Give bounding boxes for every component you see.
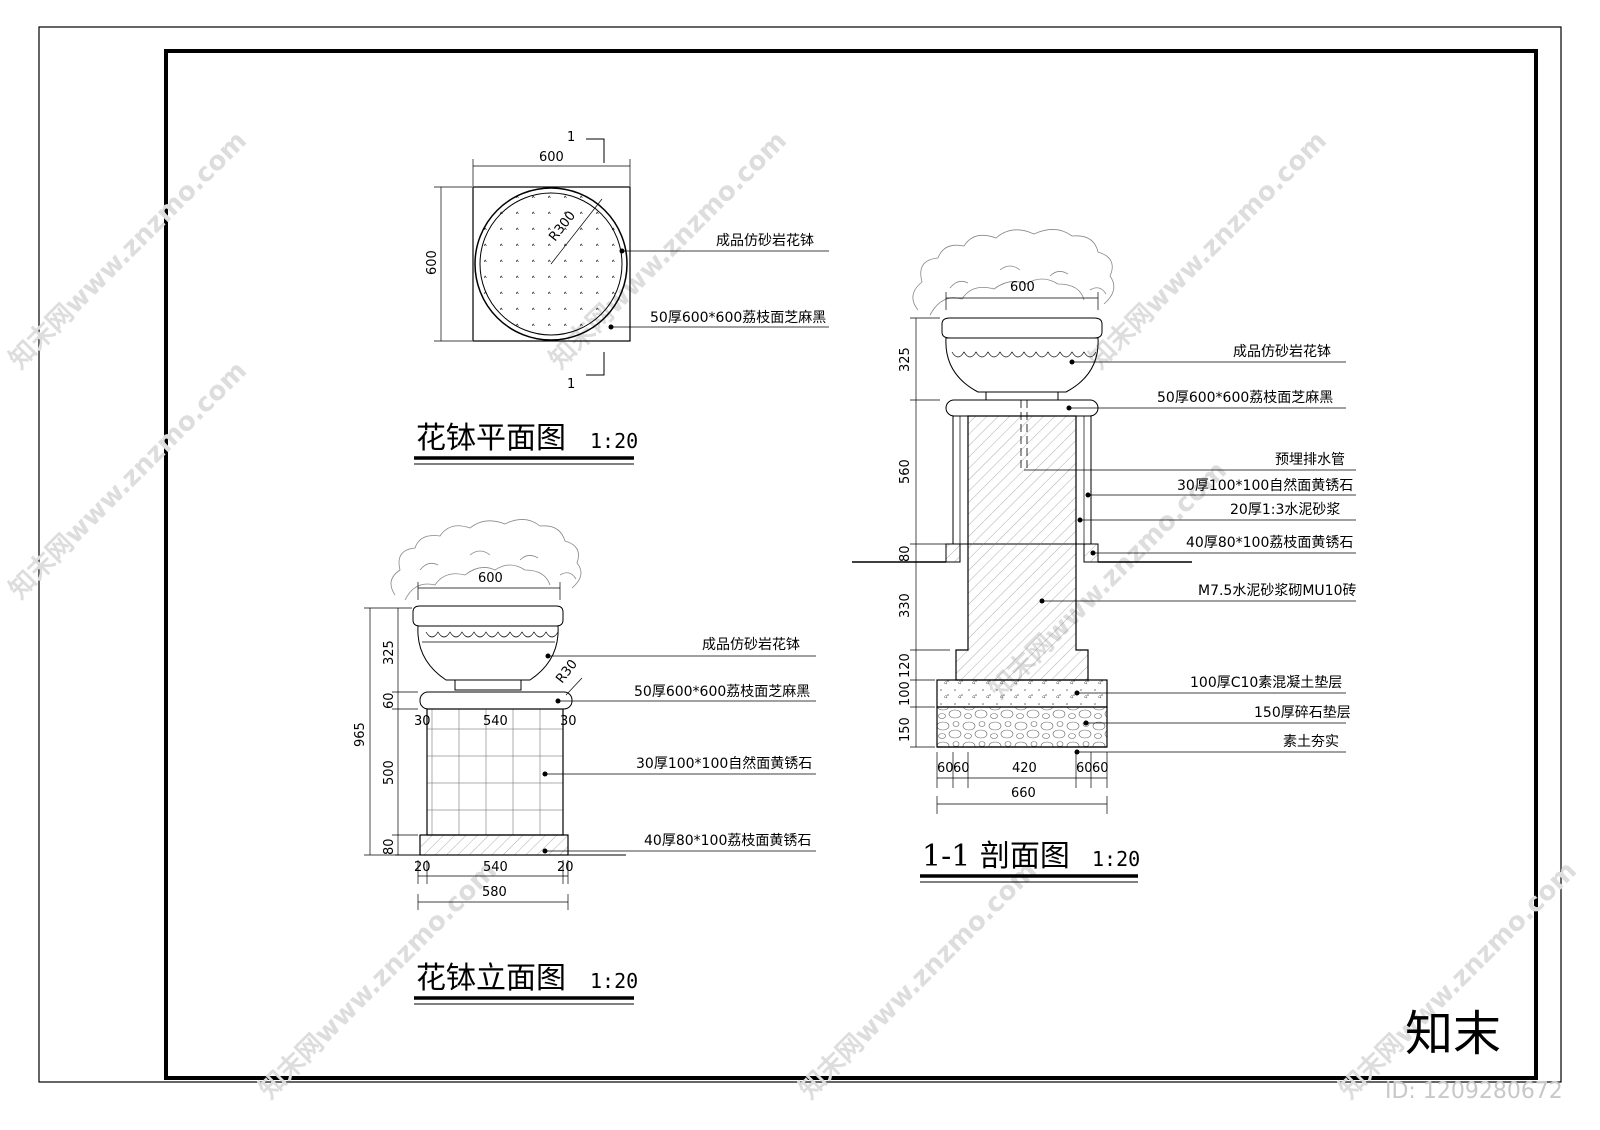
plan-pot-inner [479, 192, 623, 336]
plan-section-mark-bottom: 1 [567, 377, 575, 392]
elevation-dim-v-2: 500 [382, 760, 397, 785]
elevation-foliage [390, 519, 582, 601]
elevation-radius: R30 [553, 657, 581, 686]
svg-text:知末网www.znzmo.com: 知末网www.znzmo.com [1084, 126, 1333, 375]
elevation-callout-1: 50厚600*600荔枝面芝麻黑 [634, 684, 810, 700]
section-scale: 1:20 [1092, 847, 1140, 871]
section-callout-5: 40厚80*100荔枝面黄锈石 [1186, 534, 1353, 551]
section-dim-b-1: 60 [953, 761, 970, 776]
watermark-logo: 知末 [1405, 1006, 1501, 1062]
section-callout-3: 30厚100*100自然面黄锈石 [1177, 477, 1353, 494]
elevation-view: 600 965 325 60 500 80 30 540 30 20 540 2… [353, 519, 816, 1005]
section-dim-v-5: 100 [898, 681, 913, 706]
elevation-callout-2: 30厚100*100自然面黄锈石 [636, 755, 812, 772]
elevation-title: 花钵立面图 [416, 961, 566, 996]
elevation-dim-cap-2: 30 [560, 714, 577, 729]
svg-text:知末网www.znzmo.com: 知末网www.znzmo.com [1334, 856, 1583, 1105]
plan-view: R300 600 600 1 1 成品仿砂岩花钵 50厚600*600荔枝面芝麻… [414, 130, 829, 465]
elevation-dim-top: 600 [478, 571, 503, 586]
section-title: 1-1 剖面图 [922, 839, 1070, 874]
inner-frame [164, 49, 1538, 1080]
section-dim-v-3: 330 [898, 593, 913, 618]
section-dim-b-4: 60 [1092, 761, 1109, 776]
plan-section-mark-top: 1 [567, 130, 575, 145]
svg-text:知末网www.znzmo.com: 知末网www.znzmo.com [794, 856, 1043, 1105]
section-dim-v-0: 325 [898, 347, 913, 372]
watermark-id: ID: 1209280672 [1385, 1079, 1563, 1104]
section-dim-v-1: 560 [898, 459, 913, 484]
elevation-dim-cap-0: 30 [414, 714, 431, 729]
section-dim-v-6: 150 [898, 717, 913, 742]
section-callout-4: 20厚1:3水泥砂浆 [1230, 502, 1340, 518]
section-dim-v-4: 120 [898, 653, 913, 678]
section-foliage [912, 229, 1115, 316]
section-dim-v-2: 80 [898, 545, 913, 562]
elevation-dim-v-3: 80 [382, 838, 397, 855]
section-callout-6: M7.5水泥砂浆砌MU10砖 [1198, 583, 1356, 599]
elevation-dim-total: 965 [353, 722, 368, 747]
watermarks: 知末网www.znzmo.com 知末网www.znzmo.com 知末网www… [4, 126, 1583, 1105]
section-dim-b-2: 420 [1012, 761, 1037, 776]
plan-slab [472, 186, 631, 342]
elevation-dim-base-total: 580 [482, 885, 507, 900]
elevation-callout-0: 成品仿砂岩花钵 [702, 637, 800, 653]
section-callout-8: 150厚碎石垫层 [1254, 705, 1351, 721]
section-view: 600 325 560 80 330 120 100 150 60 60 420… [852, 229, 1356, 883]
plan-scale: 1:20 [590, 429, 638, 453]
elevation-dim-v-1: 60 [382, 692, 397, 709]
section-callout-1: 50厚600*600荔枝面芝麻黑 [1157, 390, 1333, 406]
elevation-dim-base-2: 20 [557, 860, 574, 875]
section-callout-2: 预埋排水管 [1275, 452, 1345, 468]
plan-dim-height: 600 [425, 250, 440, 275]
outer-border [38, 26, 1562, 1083]
section-callout-9: 素土夯实 [1283, 734, 1339, 750]
plan-callout-0: 成品仿砂岩花钵 [716, 233, 814, 249]
svg-text:知末网www.znzmo.com: 知末网www.znzmo.com [4, 356, 253, 605]
plan-dim-width: 600 [539, 150, 564, 165]
plan-callout-1: 50厚600*600荔枝面芝麻黑 [650, 310, 826, 326]
plan-title: 花钵平面图 [416, 421, 566, 456]
section-dim-top: 600 [1010, 280, 1035, 295]
section-dim-b-0: 60 [937, 761, 954, 776]
elevation-dim-base-1: 540 [483, 860, 508, 875]
section-dim-b-3: 60 [1076, 761, 1093, 776]
svg-text:知末网www.znzmo.com: 知末网www.znzmo.com [4, 126, 253, 375]
section-callout-7: 100厚C10素混凝土垫层 [1190, 675, 1342, 691]
section-dim-bottom-total: 660 [1011, 786, 1036, 801]
elevation-dim-base-0: 20 [414, 860, 431, 875]
elevation-scale: 1:20 [590, 969, 638, 993]
elevation-dim-v-0: 325 [382, 640, 397, 665]
section-callout-0: 成品仿砂岩花钵 [1233, 344, 1331, 360]
elevation-callout-3: 40厚80*100荔枝面黄锈石 [644, 832, 811, 849]
elevation-dim-cap-1: 540 [483, 714, 508, 729]
